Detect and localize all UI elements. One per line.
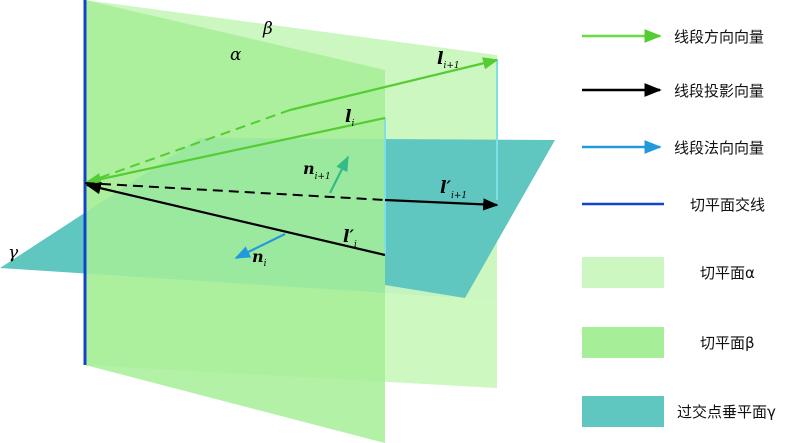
label-l-i-plus-1-base: l bbox=[437, 49, 444, 69]
legend-beta-swatch bbox=[582, 327, 664, 358]
vector-l-i bbox=[85, 116, 386, 186]
legend-alpha-swatch bbox=[582, 257, 664, 288]
legend-gamma-label: 过交点垂平面γ bbox=[677, 403, 776, 421]
label-l-prime-i-plus-1-sub: i+1 bbox=[451, 191, 467, 201]
label-n-i-sub: i bbox=[264, 259, 267, 269]
label-l-prime-i-plus-1: l′i+1 bbox=[440, 178, 467, 201]
vector-l-prime-i-plus-1-dashed bbox=[84, 182, 386, 201]
plane-beta-label: β bbox=[262, 19, 273, 39]
label-l-i: li bbox=[345, 107, 354, 129]
label-n-i-base: n bbox=[252, 247, 264, 266]
vector-l-prime-i bbox=[85, 182, 386, 257]
legend-intersection-label: 切平面交线 bbox=[690, 196, 765, 214]
label-l-i-plus-1: li+1 bbox=[437, 49, 460, 71]
legend-normal-label: 线段法向向量 bbox=[674, 139, 764, 157]
vector-l-prime-i-plus-1 bbox=[384, 198, 499, 211]
label-l-i-plus-1-sub: i+1 bbox=[443, 61, 459, 71]
label-l-prime-i-plus-1-base: l′ bbox=[440, 178, 451, 198]
legend-alpha-label: 切平面α bbox=[700, 264, 755, 282]
vector-l-i-plus-1 bbox=[289, 57, 499, 112]
label-l-i-sub: i bbox=[351, 119, 354, 129]
label-n-i-plus-1: ni+1 bbox=[303, 159, 331, 182]
label-l-prime-i-sub: i bbox=[354, 240, 357, 250]
label-n-i-plus-1-base: n bbox=[303, 159, 315, 178]
label-l-i-base: l bbox=[345, 107, 352, 127]
vector-n-i-plus-1 bbox=[329, 155, 349, 194]
plane-alpha-label: α bbox=[230, 45, 242, 65]
legend-direction-label: 线段方向向量 bbox=[674, 28, 764, 46]
label-l-prime-i-base: l′ bbox=[343, 227, 354, 247]
legend-beta-label: 切平面β bbox=[700, 334, 755, 352]
plane-gamma-label: γ bbox=[8, 243, 19, 263]
vector-n-i bbox=[234, 233, 286, 259]
legend-gamma-swatch bbox=[582, 396, 664, 427]
legend: 线段方向向量 线段投影向量 线段法向向量 切平面交线 切平面α 切平面β 过交点… bbox=[582, 28, 776, 427]
plane-alpha bbox=[85, 0, 385, 443]
plane-beta-lower bbox=[385, 285, 497, 388]
vector-l-i-plus-1-dashed bbox=[84, 109, 291, 184]
label-n-i: ni bbox=[252, 247, 267, 269]
legend-projection-label: 线段投影向量 bbox=[674, 82, 764, 100]
label-l-prime-i: l′i bbox=[343, 227, 357, 250]
label-n-i-plus-1-sub: i+1 bbox=[315, 172, 331, 182]
